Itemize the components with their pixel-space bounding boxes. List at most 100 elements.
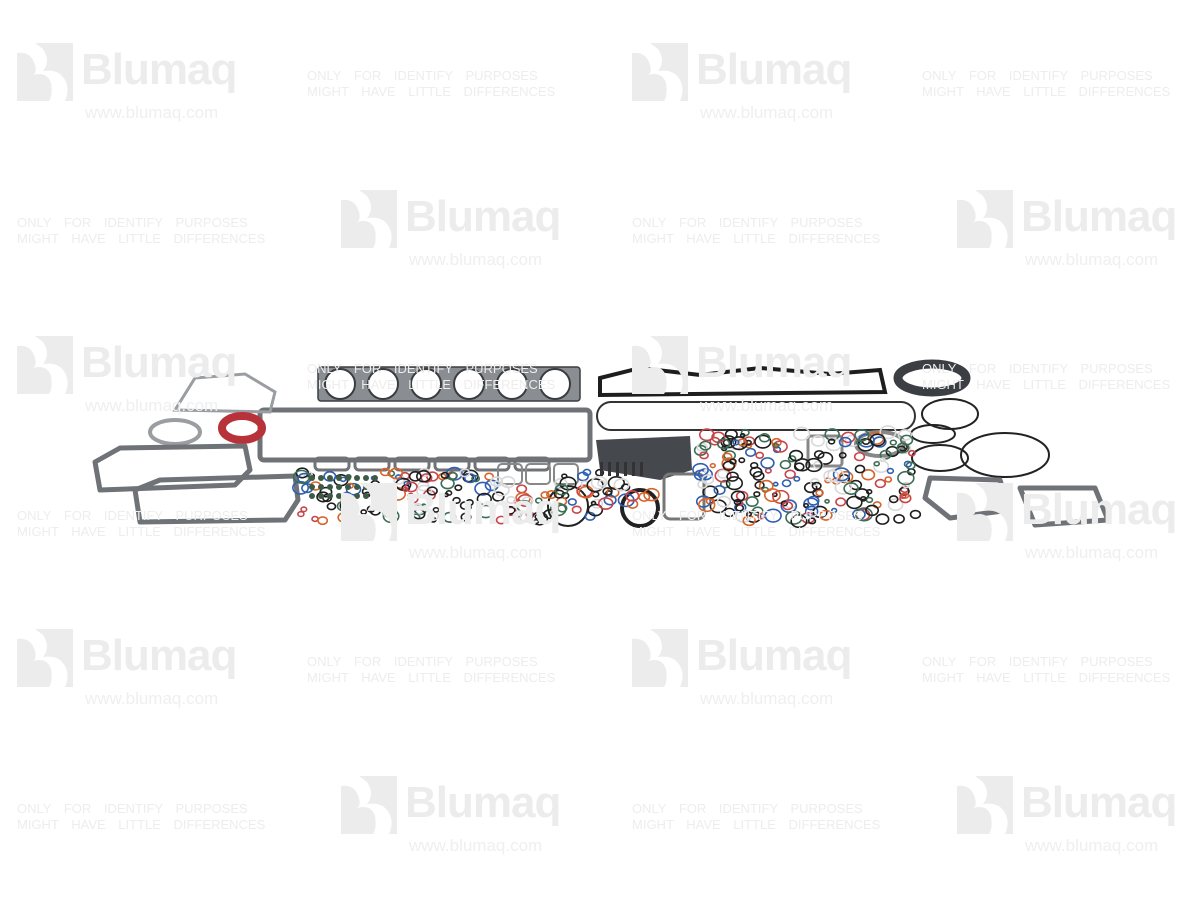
- valve-stem-seal: [309, 484, 315, 490]
- valve-stem-seal: [363, 475, 369, 481]
- o-ring: [807, 495, 820, 506]
- o-ring: [855, 439, 863, 446]
- valve-stem-seal: [345, 493, 351, 499]
- valve-stem-seal: [354, 484, 360, 490]
- o-ring: [804, 505, 819, 517]
- o-ring: [716, 438, 731, 450]
- o-ring: [803, 481, 818, 494]
- o-ring: [889, 439, 897, 446]
- o-ring: [638, 492, 651, 502]
- o-ring: [865, 504, 880, 517]
- o-ring: [758, 433, 771, 443]
- o-ring: [597, 497, 614, 510]
- o-ring: [903, 460, 913, 468]
- o-ring: [865, 489, 873, 495]
- o-ring: [491, 491, 505, 502]
- o-ring: [841, 431, 856, 444]
- o-ring: [807, 517, 817, 525]
- o-ring: [752, 470, 765, 481]
- turbo-gasket: [922, 475, 1013, 521]
- valve-stem-seal: [336, 475, 342, 481]
- o-ring: [297, 510, 305, 518]
- o-ring: [789, 449, 804, 462]
- o-ring: [815, 489, 824, 497]
- o-ring: [730, 490, 746, 503]
- o-ring: [861, 468, 876, 481]
- exhaust-manifold-gasket: [313, 456, 351, 472]
- cylinder-bore-hole: [324, 368, 356, 400]
- large-o-ring: [911, 444, 969, 472]
- o-ring: [782, 501, 794, 511]
- valve-stem-seal: [372, 475, 378, 481]
- o-ring: [554, 483, 569, 496]
- o-ring: [753, 491, 761, 498]
- o-ring: [803, 502, 809, 509]
- o-ring: [886, 467, 895, 475]
- o-ring: [709, 462, 716, 469]
- o-ring: [442, 511, 457, 523]
- valve-stem-seal: [372, 493, 378, 499]
- o-ring: [824, 498, 830, 504]
- o-ring: [388, 467, 404, 480]
- o-ring: [416, 484, 433, 498]
- o-ring: [843, 482, 859, 495]
- valve-stem-seal: [336, 484, 342, 490]
- o-ring: [760, 457, 775, 469]
- o-ring: [755, 451, 765, 459]
- o-ring: [730, 436, 748, 451]
- o-ring: [696, 442, 708, 452]
- flywheel-housing-gasket: [1017, 485, 1111, 528]
- o-ring: [557, 503, 568, 513]
- valve-stem-seal: [345, 475, 351, 481]
- o-ring: [412, 508, 426, 520]
- o-ring: [792, 426, 811, 441]
- o-ring: [326, 502, 337, 511]
- valve-stem-seal: [363, 493, 369, 499]
- bolt: [624, 462, 627, 476]
- o-ring: [504, 505, 516, 515]
- o-ring: [873, 460, 881, 467]
- o-ring: [422, 489, 436, 501]
- large-o-ring: [960, 432, 1050, 478]
- oil-pan-gasket: [257, 407, 593, 463]
- o-ring: [764, 508, 782, 523]
- crankshaft-seal: [218, 412, 266, 444]
- exhaust-manifold-gasket: [393, 456, 431, 472]
- flange-gasket: [148, 418, 202, 446]
- o-ring: [516, 499, 532, 513]
- egr-gasket: [806, 434, 844, 468]
- valve-stem-seal: [354, 493, 360, 499]
- o-ring: [771, 437, 782, 447]
- bolt: [616, 462, 619, 476]
- o-ring: [754, 434, 772, 449]
- o-ring: [595, 468, 605, 477]
- o-ring: [702, 485, 719, 499]
- valve-cover-gasket: [598, 365, 888, 398]
- o-ring: [869, 433, 886, 447]
- o-ring: [516, 484, 528, 494]
- o-ring: [390, 500, 396, 506]
- o-ring: [477, 504, 495, 519]
- o-ring: [749, 461, 759, 470]
- o-ring: [432, 506, 440, 513]
- o-ring: [793, 475, 801, 482]
- o-ring: [466, 504, 473, 510]
- o-ring: [745, 447, 757, 457]
- o-ring: [699, 451, 709, 460]
- o-ring: [790, 514, 808, 529]
- o-ring: [300, 506, 308, 513]
- o-ring: [533, 518, 540, 525]
- o-ring: [781, 479, 792, 488]
- valve-stem-seal: [309, 493, 315, 499]
- o-ring: [404, 481, 418, 493]
- o-ring: [602, 487, 613, 496]
- o-ring: [874, 478, 887, 489]
- o-ring: [719, 479, 731, 489]
- o-ring: [809, 477, 820, 487]
- cylinder-bore-hole: [410, 368, 442, 400]
- o-ring: [758, 479, 774, 492]
- o-ring: [448, 471, 458, 480]
- o-ring: [540, 491, 550, 499]
- o-ring: [534, 513, 542, 520]
